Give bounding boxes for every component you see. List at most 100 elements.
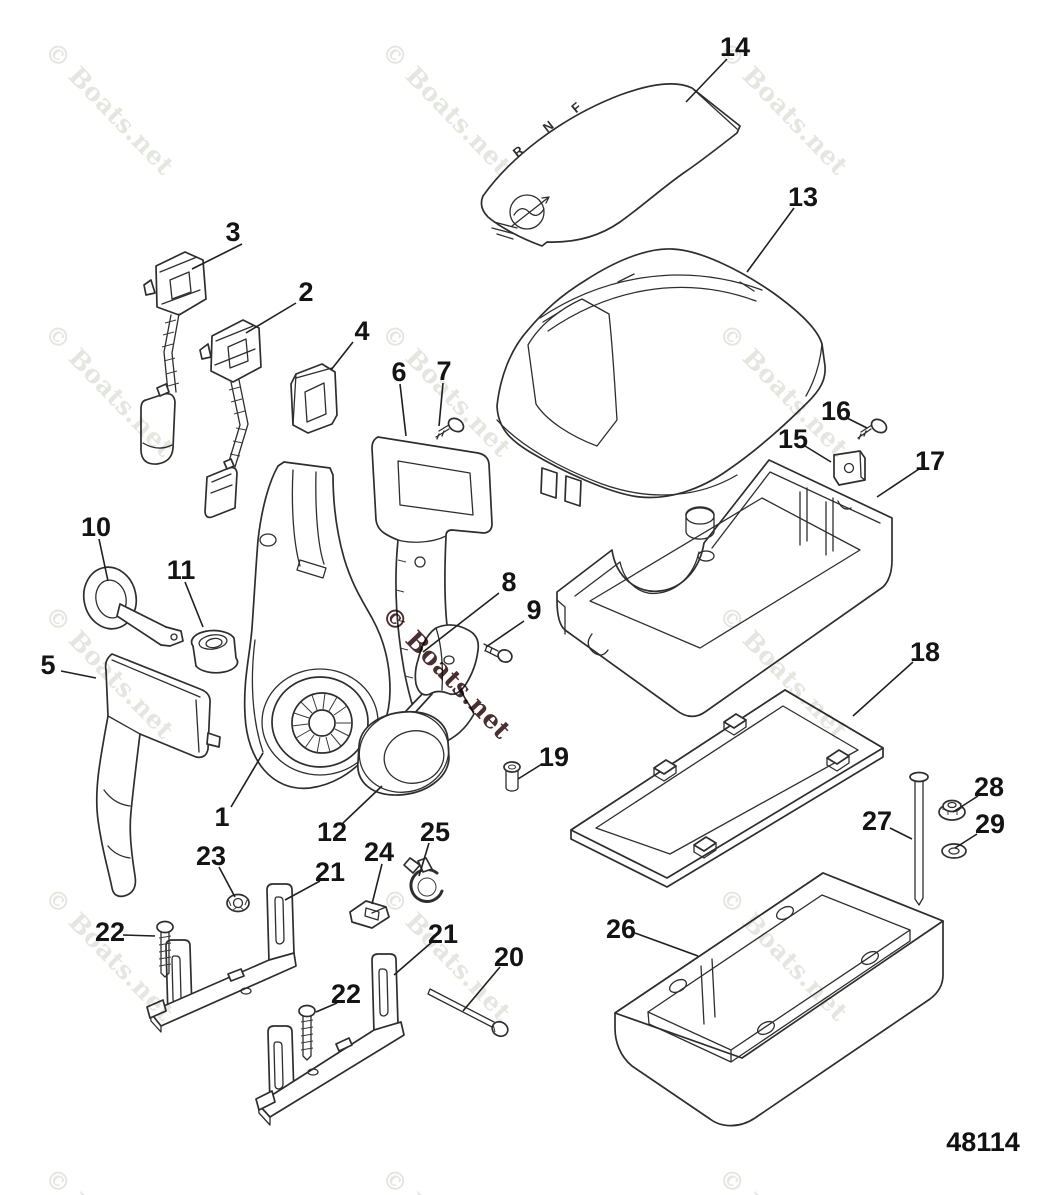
parts-drawing-layer: R N F — [82, 82, 967, 1127]
callout-label-24: 24 — [364, 837, 394, 867]
callout-label-16: 16 — [821, 396, 851, 426]
part-4-connector-housing — [290, 363, 338, 434]
part-2-connector-assembly — [199, 319, 262, 519]
leader-line-22a — [122, 934, 156, 937]
part-23-nut — [226, 893, 250, 913]
callout-label-2: 2 — [298, 277, 313, 307]
callout-label-18: 18 — [910, 637, 940, 667]
part-21-bracket-left — [146, 883, 297, 1033]
leader-line-21a — [284, 880, 321, 901]
leader-line-26 — [634, 932, 699, 957]
callout-label-26: 26 — [606, 914, 636, 944]
watermark-light-0: © Boats.net — [39, 36, 180, 181]
watermark-light-9: © Boats.net — [39, 882, 180, 1027]
leader-line-6 — [399, 383, 407, 437]
leader-line-11 — [184, 581, 204, 628]
callout-label-17: 17 — [915, 446, 945, 476]
leader-line-3 — [191, 243, 243, 270]
part-11-bushing — [190, 629, 239, 674]
leader-line-10 — [98, 538, 109, 582]
leader-line-27 — [889, 827, 913, 840]
part-20-long-bolt — [427, 988, 509, 1038]
part-27-anchor-pin — [909, 771, 929, 906]
part-9-screw — [483, 643, 513, 663]
leader-line-17 — [876, 468, 920, 498]
brand-logo-icon — [491, 194, 550, 240]
callout-label-4: 4 — [354, 316, 369, 346]
part-22-screw-right — [298, 1004, 316, 1061]
callout-label-13: 13 — [788, 182, 818, 212]
callout-label-3: 3 — [225, 217, 240, 247]
watermark-light-1: © Boats.net — [376, 36, 517, 181]
leader-line-23 — [218, 866, 236, 898]
callout-label-22b: 22 — [331, 979, 361, 1009]
diagram-number: 48114 — [946, 1127, 1020, 1157]
leader-line-12 — [342, 785, 383, 824]
leader-line-1 — [230, 752, 264, 808]
callout-label-27: 27 — [862, 806, 892, 836]
part-5-handle-grip — [95, 653, 221, 898]
leader-line-21b — [393, 941, 433, 976]
callout-label-23: 23 — [196, 841, 226, 871]
callout-label-8: 8 — [501, 567, 516, 597]
leader-line-24 — [371, 863, 383, 905]
part-26-spacer-tray — [614, 872, 944, 1127]
callout-label-10: 10 — [81, 512, 111, 542]
callout-label-22a: 22 — [95, 917, 125, 947]
callout-label-19: 19 — [539, 742, 569, 772]
part-29-washer — [941, 843, 967, 859]
watermark-light-14: © Boats.net — [713, 1162, 854, 1195]
part-25-spring-clamp — [403, 857, 444, 903]
part-17-rear-housing — [556, 459, 893, 718]
leader-line-13 — [746, 207, 795, 273]
part-12-collar — [357, 710, 450, 796]
part-7-screw — [435, 417, 465, 440]
part-14-decal: R N F — [480, 82, 741, 247]
part-13-cover — [496, 248, 826, 507]
leader-line-2 — [245, 302, 297, 334]
leader-line-14 — [685, 58, 728, 103]
leader-line-28 — [952, 795, 979, 813]
callout-label-9: 9 — [526, 595, 541, 625]
part-24-cable-latch — [349, 900, 390, 929]
callout-label-12: 12 — [317, 817, 347, 847]
watermark-light-12: © Boats.net — [39, 1162, 180, 1195]
callout-label-7: 7 — [436, 356, 451, 386]
leader-line-15 — [804, 445, 832, 463]
watermark-light-13: © Boats.net — [376, 1162, 517, 1195]
callout-label-28: 28 — [974, 772, 1004, 802]
part-18-mounting-frame — [570, 689, 884, 888]
part-8-detent-saddle — [405, 624, 480, 717]
callout-label-25: 25 — [420, 817, 450, 847]
leader-line-20 — [462, 966, 501, 1012]
leader-line-16 — [846, 417, 868, 429]
callout-label-1: 1 — [214, 802, 229, 832]
callout-label-21b: 21 — [428, 919, 458, 949]
part-6-lever-arm — [371, 436, 493, 749]
leader-line-5 — [60, 670, 97, 679]
callout-label-5: 5 — [40, 650, 55, 680]
part-22-screw-left — [156, 920, 174, 978]
part-1-lever-body — [243, 461, 391, 790]
leader-line-18 — [852, 661, 914, 717]
part-10-ring-and-key — [82, 566, 184, 647]
part-19-screw — [503, 761, 521, 792]
leader-line-8 — [422, 592, 500, 653]
callout-label-6: 6 — [391, 357, 406, 387]
part-21-bracket-right — [255, 953, 405, 1126]
leader-line-25 — [418, 842, 430, 877]
leader-line-9 — [485, 620, 525, 648]
part-15-retainer-plate — [833, 450, 866, 486]
leader-line-22b — [315, 1002, 338, 1013]
callout-label-29: 29 — [975, 809, 1005, 839]
callout-label-20: 20 — [494, 942, 524, 972]
callout-label-15: 15 — [778, 424, 808, 454]
leader-line-4 — [330, 341, 354, 371]
callout-label-11: 11 — [167, 555, 196, 585]
leader-line-29 — [954, 833, 978, 849]
leader-line-19 — [517, 763, 543, 780]
callout-label-14: 14 — [720, 32, 750, 62]
leader-line-7 — [438, 382, 444, 427]
